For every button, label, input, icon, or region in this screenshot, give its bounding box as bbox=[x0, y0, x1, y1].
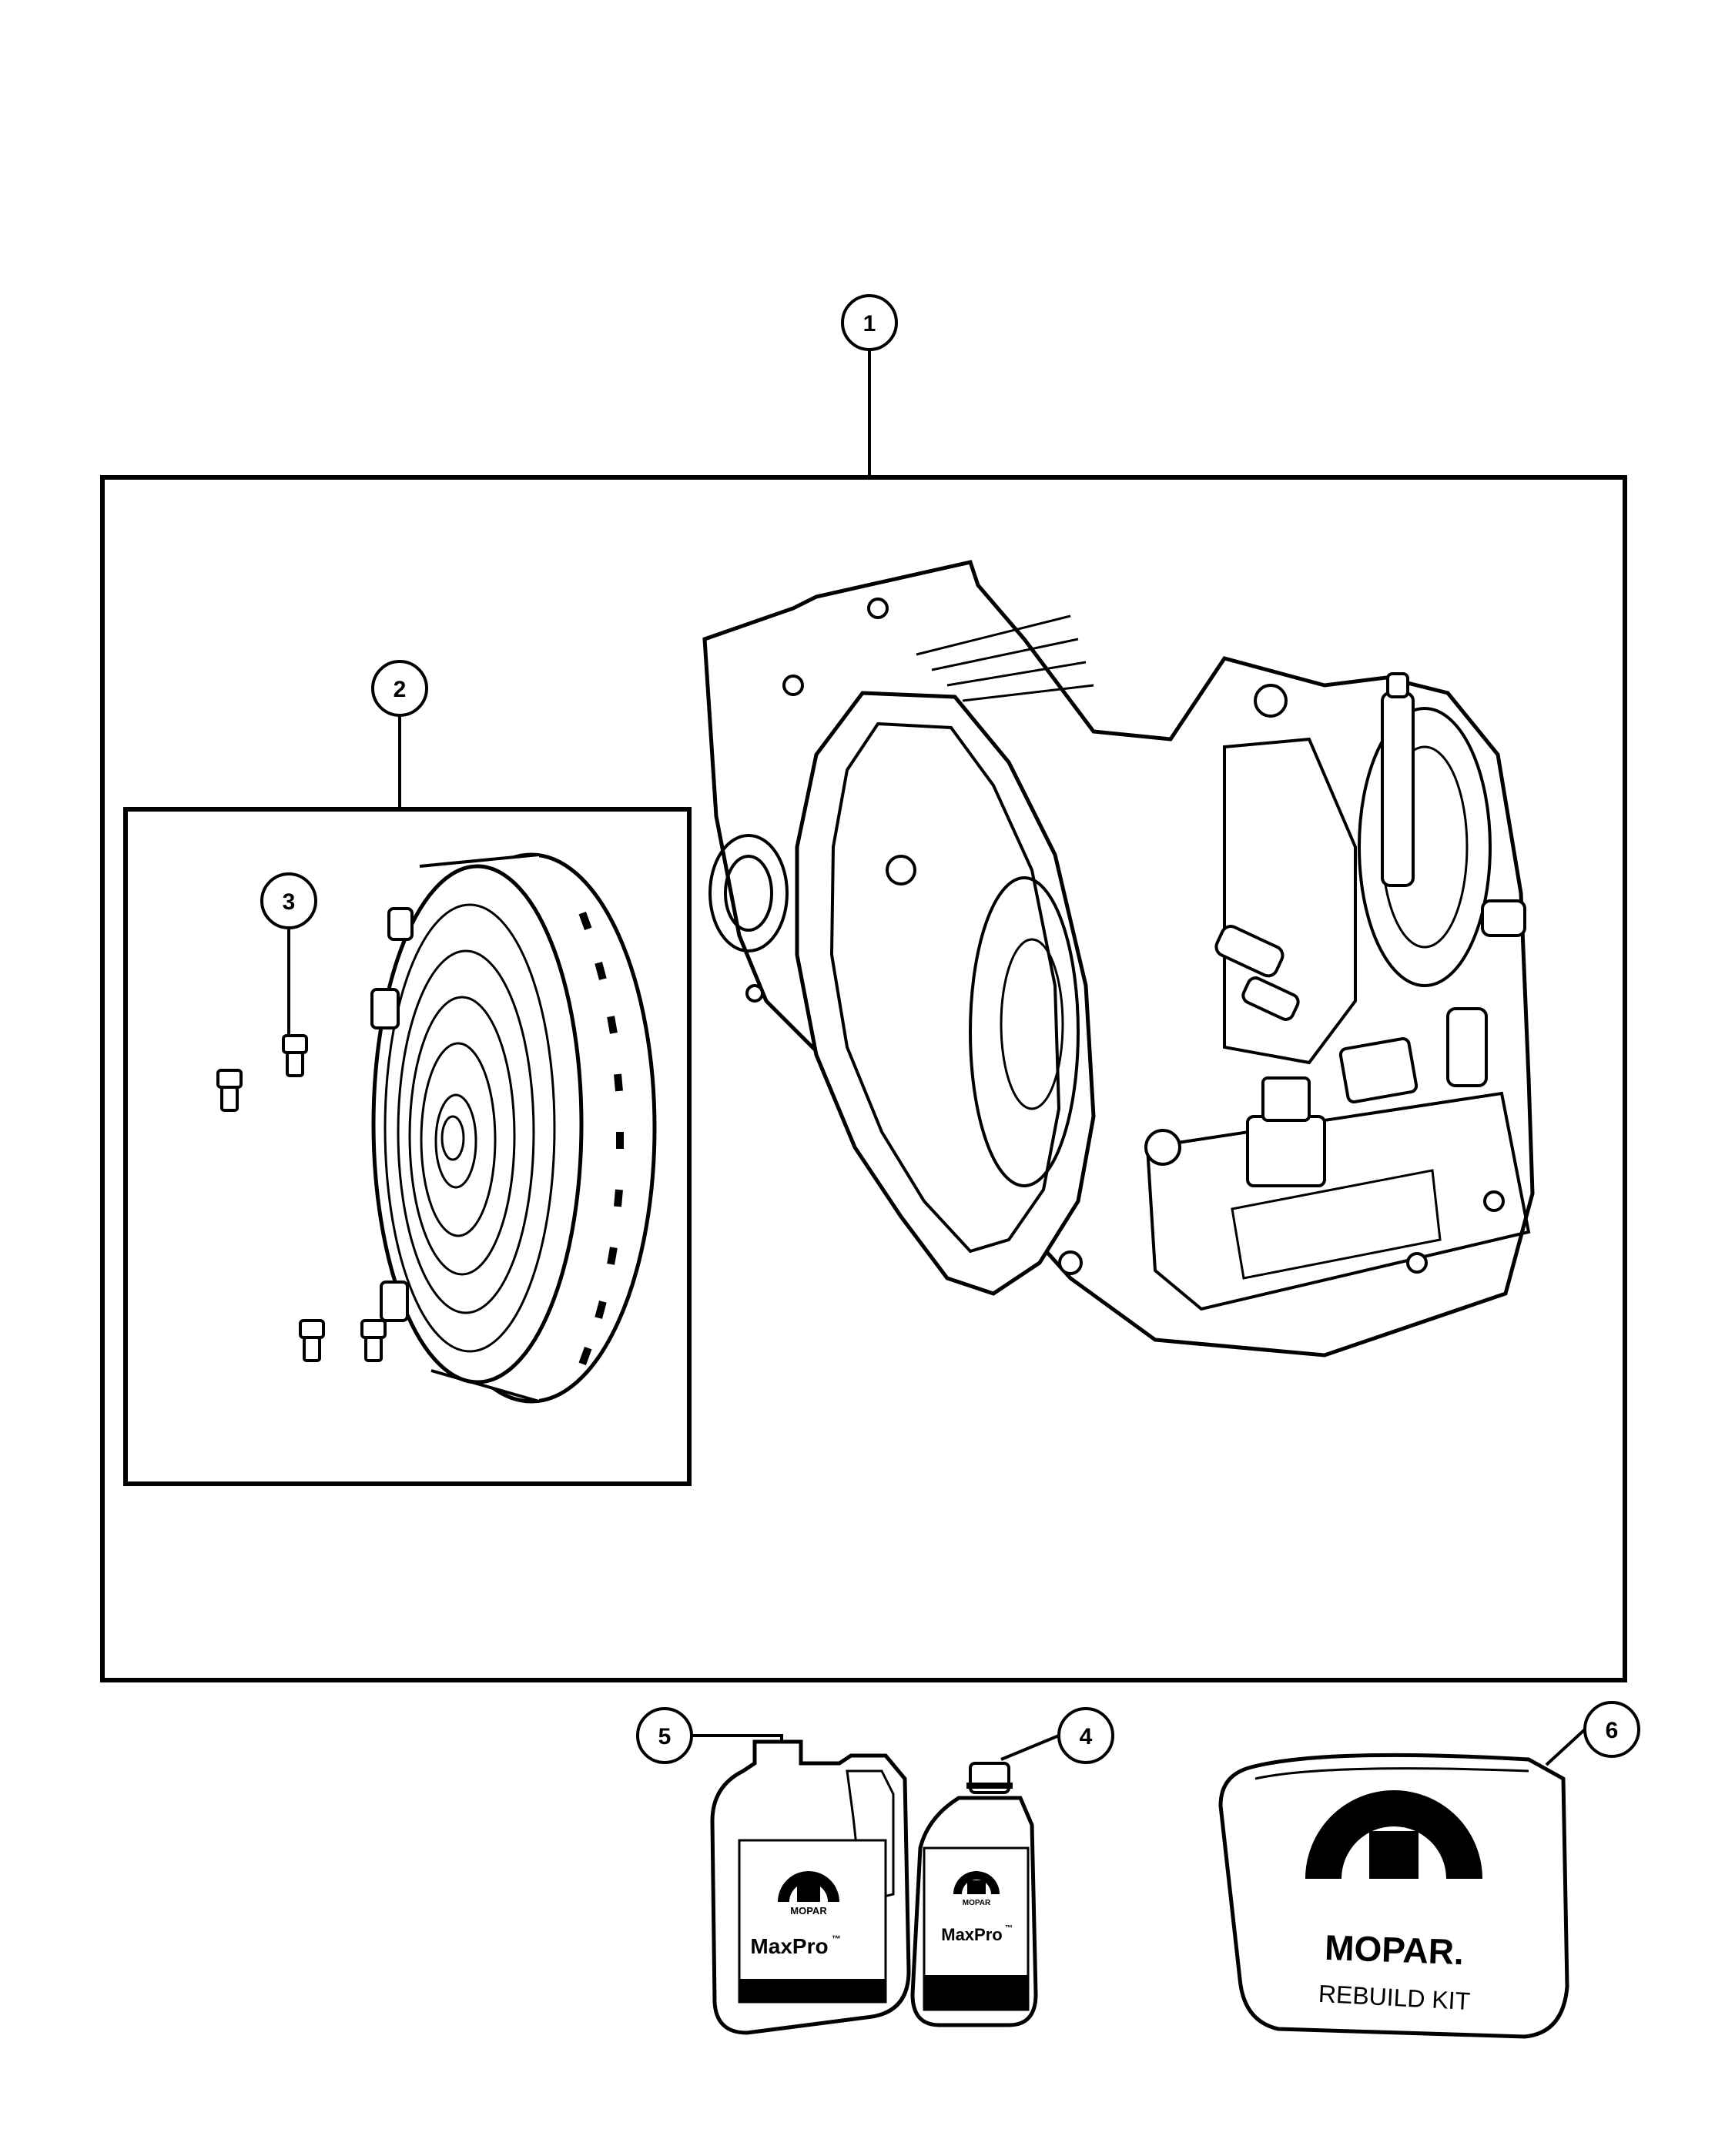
maxpro-fluid-bottle: MOPAR MaxPro ™ bbox=[910, 1762, 1038, 2027]
callout-4[interactable]: 4 bbox=[1057, 1707, 1114, 1764]
callout-5-label: 5 bbox=[658, 1724, 672, 1749]
transmission-housing bbox=[702, 560, 1535, 1358]
callout-4-label: 4 bbox=[1080, 1724, 1093, 1749]
torque-converter bbox=[370, 852, 657, 1404]
jug-trademark: ™ bbox=[832, 1933, 841, 1944]
bolt bbox=[299, 1319, 325, 1362]
callout-5[interactable]: 5 bbox=[636, 1707, 693, 1764]
maxpro-fluid-jug: MOPAR MaxPro ™ bbox=[710, 1739, 911, 2035]
kit-brand-label: MOPAR. bbox=[1324, 1927, 1464, 1972]
jug-brand-label: MaxPro bbox=[750, 1934, 828, 1958]
callout-6[interactable]: 6 bbox=[1583, 1701, 1640, 1758]
callout-3[interactable]: 3 bbox=[260, 872, 317, 929]
mopar-logo-bottle: MOPAR bbox=[953, 1871, 1000, 1907]
callout-2[interactable]: 2 bbox=[371, 660, 428, 717]
converter-bolts bbox=[216, 1034, 387, 1362]
leader-line-4 bbox=[1000, 1734, 1060, 1761]
transmission-assembly-frame bbox=[100, 475, 1627, 1682]
mopar-logo-jug: MOPAR bbox=[778, 1871, 839, 1917]
leader-line-6 bbox=[1545, 1728, 1586, 1766]
callout-1-label: 1 bbox=[863, 311, 876, 336]
callout-3-label: 3 bbox=[283, 889, 296, 915]
callout-1[interactable]: 1 bbox=[841, 294, 898, 351]
jug-logo-text: MOPAR bbox=[790, 1905, 827, 1917]
bottle-trademark: ™ bbox=[1005, 1924, 1013, 1933]
bolt bbox=[360, 1319, 387, 1362]
bolt bbox=[216, 1069, 243, 1112]
callout-2-label: 2 bbox=[394, 677, 407, 702]
bolt bbox=[282, 1034, 308, 1077]
mopar-logo-kit bbox=[1305, 1790, 1482, 1879]
torque-converter-frame bbox=[123, 807, 692, 1486]
bottle-logo-text: MOPAR bbox=[963, 1899, 991, 1907]
rebuild-kit-box: MOPAR. REBUILD KIT bbox=[1218, 1753, 1569, 2039]
callout-6-label: 6 bbox=[1606, 1718, 1619, 1743]
bottle-brand-label: MaxPro bbox=[941, 1925, 1002, 1944]
